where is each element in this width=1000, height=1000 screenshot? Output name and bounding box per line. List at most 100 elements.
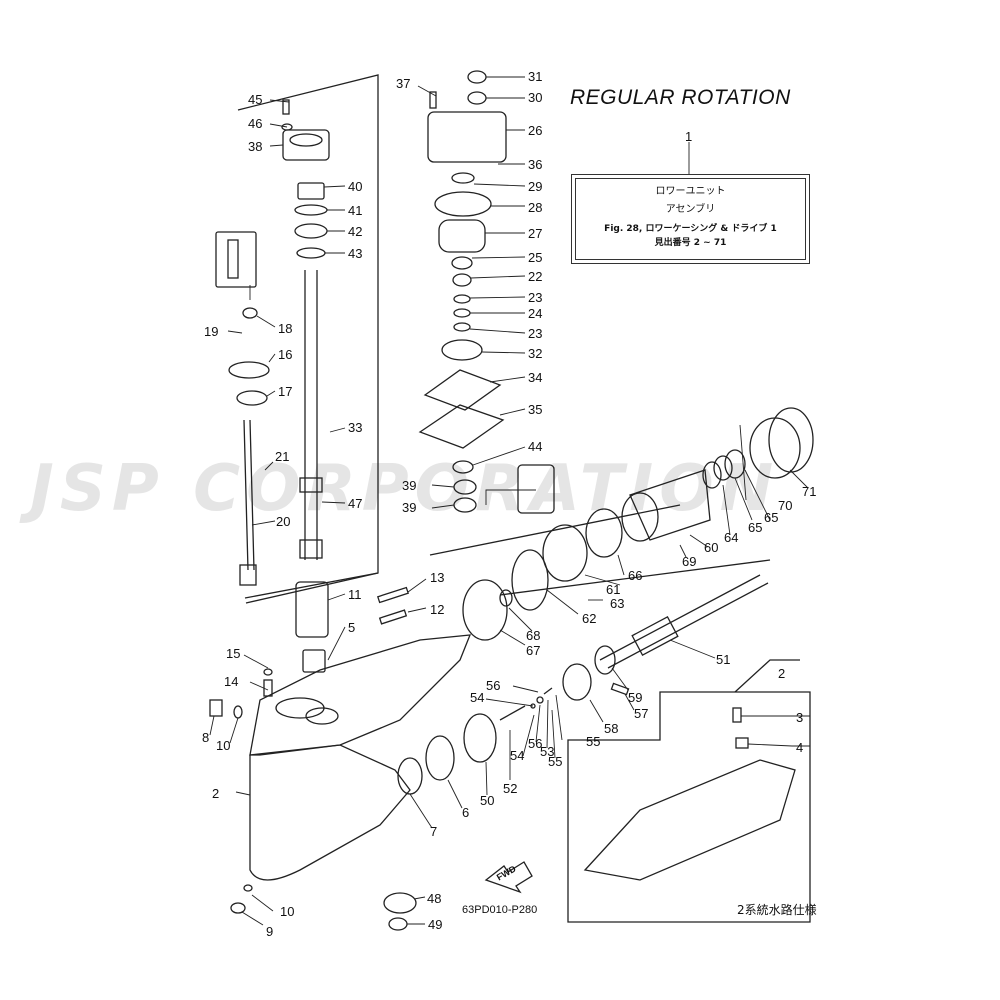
fwd-arrow-icon [484, 861, 533, 894]
part-23-washer [453, 294, 471, 304]
part-16-cover [228, 361, 270, 379]
part-number-label: 58 [604, 721, 618, 736]
part-34-plate [423, 369, 502, 411]
part-47-drive-shaft [304, 270, 318, 560]
part-number-label: 62 [582, 611, 596, 626]
part-number-label: 71 [802, 484, 816, 499]
section-line-shaft [499, 559, 771, 596]
part-70-ring [749, 417, 801, 479]
part-17-oring [236, 390, 268, 406]
part-number-label: 25 [528, 250, 542, 265]
inset-leader [734, 659, 800, 693]
part-45-bolt [282, 99, 290, 115]
callout-line-2: アセンブリ [665, 204, 716, 215]
part-number-label: 21 [275, 449, 289, 464]
part-20-shift-rod [243, 419, 255, 571]
part-number-label: 31 [528, 69, 542, 84]
part-number-label: 49 [428, 917, 442, 932]
part-number-label: 41 [348, 203, 362, 218]
part-number-label: 70 [778, 498, 792, 513]
part-number-label: 37 [396, 76, 410, 91]
part-number-label: 64 [724, 530, 738, 545]
part-2-deck [249, 634, 472, 756]
part-number-label: 60 [704, 540, 718, 555]
part-62-gear [511, 549, 549, 611]
part-71 [768, 407, 814, 473]
part-57-pin [610, 682, 630, 696]
part-number-label: 36 [528, 157, 542, 172]
part-42-seal [294, 223, 328, 239]
part-number-label: 46 [248, 116, 262, 131]
part-26-pump-housing [427, 111, 507, 163]
part-66 [585, 508, 623, 558]
part-25 [451, 256, 473, 270]
callout-inner-frame [575, 178, 806, 260]
part-13-pin [376, 586, 410, 604]
part-23-washer-b [453, 322, 471, 332]
part-number-label: 53 [540, 744, 554, 759]
inset-casing [583, 759, 796, 881]
section-line-prop [429, 504, 681, 556]
part-number-label: 61 [606, 582, 620, 597]
part-number-label: 12 [430, 602, 444, 617]
inset-part-4 [735, 737, 749, 749]
part-59-spring [594, 645, 616, 675]
part-number-label: 32 [528, 346, 542, 361]
part-number-label: 34 [528, 370, 542, 385]
callout-line-4: 見出番号 2 ~ 71 [654, 238, 727, 248]
part-number-label: 38 [248, 139, 262, 154]
part-68 [499, 589, 513, 607]
part-27-insert [438, 219, 486, 253]
part-50-gear [463, 713, 497, 763]
part-number-label: 48 [427, 891, 441, 906]
part-number-label: 65 [764, 510, 778, 525]
inset-part-3 [732, 707, 742, 723]
part-number-label: 56 [486, 678, 500, 693]
part-48-pinion [383, 892, 417, 914]
inset-frame [567, 691, 811, 923]
diagram-title: REGULAR ROTATION [570, 86, 791, 109]
part-number-label: 16 [278, 347, 292, 362]
part-8 [209, 699, 223, 717]
part-number-label: 15 [226, 646, 240, 661]
part-67-shim [462, 579, 508, 641]
part-7-shim [397, 757, 423, 795]
part-10 [233, 705, 243, 719]
part-number-label: 20 [276, 514, 290, 529]
part-number-label: 13 [430, 570, 444, 585]
part-number-label: 8 [202, 730, 209, 745]
part-41-washer [294, 204, 328, 216]
part-number-label: 50 [480, 793, 494, 808]
callout-line-3: Fig. 28, ロワーケーシング & ドライブ 1 [604, 224, 777, 234]
part-number-label: 55 [586, 734, 600, 749]
part-number-label: 27 [528, 226, 542, 241]
part-39-seal-b [453, 497, 477, 513]
part-number-label: 54 [470, 690, 484, 705]
part-number-label: 23 [528, 290, 542, 305]
part-10-b [243, 884, 253, 892]
part-53-spring [543, 687, 553, 695]
part-number-label: 66 [628, 568, 642, 583]
part-number-label: 18 [278, 321, 292, 336]
part-number-label: 51 [716, 652, 730, 667]
callout-line-1: ロワーユニット [655, 186, 726, 197]
part-number-label: 57 [634, 706, 648, 721]
part-15 [263, 668, 273, 676]
part-number-label: 5 [348, 620, 355, 635]
part-number-label: 14 [224, 674, 238, 689]
leader-lines [209, 76, 811, 926]
part-58-clutch [562, 663, 592, 701]
part-number-label: 47 [348, 496, 362, 511]
part-number-label: 7 [430, 824, 437, 839]
part-number-label: 10 [280, 904, 294, 919]
part-2-lower-casing [249, 744, 411, 881]
part-44 [452, 460, 474, 474]
part-number-label: 2 [778, 666, 785, 681]
part-56 [536, 696, 544, 704]
part-60-housing [629, 469, 711, 541]
part-31 [467, 70, 487, 84]
part-9 [230, 902, 246, 914]
